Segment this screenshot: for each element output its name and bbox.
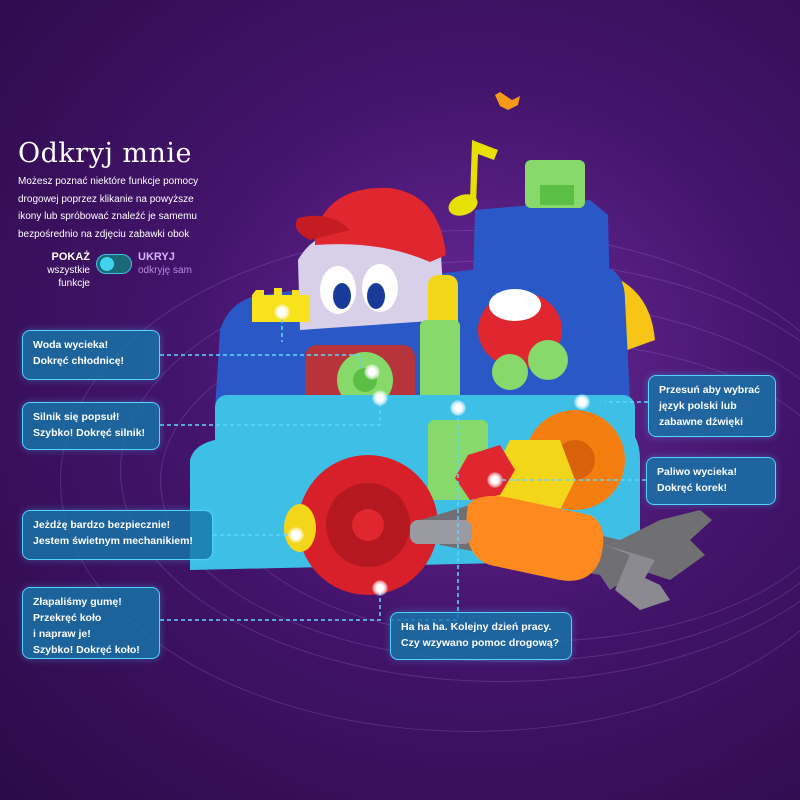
hotspot-radiator[interactable] [364, 364, 380, 380]
callout-radiator[interactable]: Woda wycieka! Dokręć chłodnicę! [22, 330, 160, 380]
callout-engine[interactable]: Silnik się popsuł! Szybko! Dokręć silnik… [22, 402, 160, 450]
hide-all-label[interactable]: UKRYJ odkryję sam [138, 251, 192, 276]
intro-text: Możesz poznać niektóre funkcje pomocy dr… [18, 176, 199, 240]
show-hide-toggle[interactable] [96, 254, 132, 274]
hotspot-crown[interactable] [274, 304, 290, 320]
hotspot-wheel[interactable] [372, 580, 388, 596]
music-note-icon [448, 92, 520, 216]
hotspot-engine[interactable] [372, 390, 388, 406]
toggle-knob [100, 257, 114, 271]
callout-language[interactable]: Przesuń aby wybrać język polski lub zaba… [648, 375, 776, 437]
show-all-label[interactable]: POKAŻ wszystkie funkcje [47, 251, 90, 289]
callout-fuel[interactable]: Paliwo wycieka! Dokręć korek! [646, 457, 776, 505]
page-title: Odkryj mnie [18, 138, 192, 169]
hotspot-fuel[interactable] [487, 472, 503, 488]
hotspot-language[interactable] [574, 394, 590, 410]
hotspot-headlight[interactable] [288, 527, 304, 543]
callout-tyre[interactable]: Złapaliśmy gumę! Przekręć koło i napraw … [22, 587, 160, 659]
callout-mechanic[interactable]: Jeżdżę bardzo bezpiecznie! Jestem świetn… [22, 510, 213, 560]
hotspot-pipe[interactable] [450, 400, 466, 416]
callout-work[interactable]: Ha ha ha. Kolejny dzień pracy. Czy wzywa… [390, 612, 572, 660]
